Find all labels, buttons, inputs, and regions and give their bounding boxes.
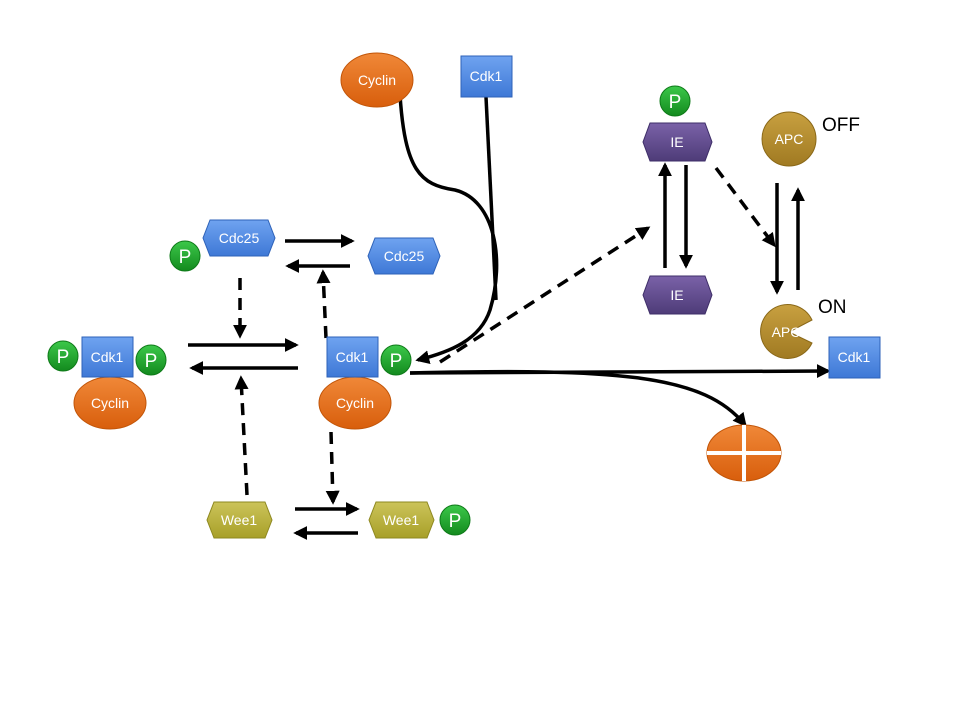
cdc25-active-label: Cdc25 bbox=[219, 230, 260, 246]
active-complex-cyclin-label: Cyclin bbox=[336, 395, 374, 411]
apc-off-state: OFF bbox=[822, 115, 860, 136]
apc-off: APC bbox=[761, 111, 817, 167]
active-complex-cdk1-label: Cdk1 bbox=[336, 349, 369, 365]
wee1-active: Wee1 bbox=[206, 501, 273, 539]
free-cdk1-label: Cdk1 bbox=[470, 68, 503, 84]
free-cdk1: Cdk1 bbox=[460, 55, 513, 98]
inactive-complex-phospho-right: P bbox=[145, 351, 158, 372]
active-cdk1-cyclin-complex: Cyclin Cdk1 P bbox=[318, 336, 412, 430]
ie-to-apc-dashed bbox=[714, 166, 776, 248]
free-cyclin: Cyclin bbox=[340, 52, 414, 108]
inactive-complex-cyclin-label: Cyclin bbox=[91, 395, 129, 411]
cyclin-degradation-arrow bbox=[409, 369, 747, 428]
wee1-to-equilibrium-dashed bbox=[234, 375, 249, 496]
ie-active-label: IE bbox=[670, 134, 683, 150]
inactive-complex-cdk1-label: Cdk1 bbox=[91, 349, 124, 365]
wee1-phosphorylated-label: Wee1 bbox=[383, 512, 420, 528]
apc-on: APC bbox=[760, 304, 813, 359]
apc-on-label: APC bbox=[772, 324, 801, 340]
active-complex-phospho-label: P bbox=[390, 351, 403, 372]
ie-phosphorylated: P IE bbox=[642, 85, 713, 162]
complex-to-ie-dashed bbox=[439, 226, 651, 364]
free-cyclin-label: Cyclin bbox=[358, 72, 396, 88]
cyclin-binding-curve bbox=[398, 94, 499, 365]
wee1-active-label: Wee1 bbox=[221, 512, 258, 528]
ie-unphosphorylated: IE bbox=[642, 275, 713, 315]
released-cdk1-label: Cdk1 bbox=[838, 349, 871, 365]
ie-phospho-label: P bbox=[669, 92, 682, 113]
cdc25-unphosphorylated: Cdc25 bbox=[367, 237, 441, 275]
cdc25-phospho-group: P bbox=[169, 240, 201, 272]
cdk1-binding-line bbox=[484, 96, 498, 301]
connectors bbox=[188, 94, 831, 540]
released-cdk1: Cdk1 bbox=[828, 336, 881, 379]
inactive-cdk1-cyclin-complex: Cyclin Cdk1 P P bbox=[47, 336, 167, 430]
apc-on-state: ON bbox=[818, 297, 847, 318]
complex-to-wee1-dashed bbox=[325, 431, 340, 505]
inactive-complex-phospho-left: P bbox=[57, 347, 70, 368]
degraded-cyclin bbox=[706, 424, 782, 482]
wee1-phospho-label: P bbox=[449, 511, 462, 532]
wee1-phosphorylated: Wee1 P bbox=[368, 501, 471, 539]
cdc25-phospho-label: P bbox=[179, 247, 192, 268]
cdc25-phosphorylated: Cdc25 bbox=[202, 219, 276, 257]
complex-to-cdc25-dashed bbox=[316, 269, 331, 339]
ie-inactive-label: IE bbox=[670, 287, 683, 303]
apc-off-label: APC bbox=[775, 131, 804, 147]
cdc25-inactive-label: Cdc25 bbox=[384, 248, 425, 264]
